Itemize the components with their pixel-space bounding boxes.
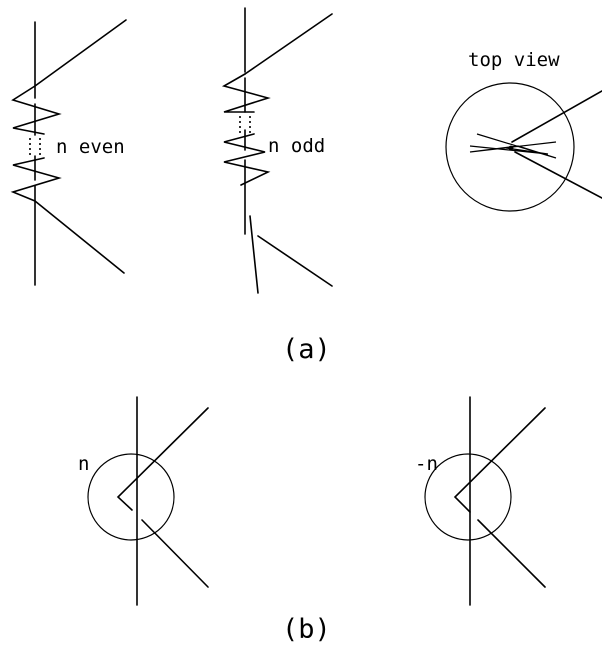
label-n: n bbox=[78, 453, 89, 475]
zigzag-lower bbox=[223, 133, 271, 186]
twist-projection bbox=[469, 145, 549, 155]
top-view: top view bbox=[445, 49, 602, 212]
crossing-strand bbox=[249, 215, 259, 294]
center-point bbox=[508, 145, 514, 151]
diagonal-strand-upper bbox=[34, 19, 127, 87]
zigzag-upper bbox=[11, 85, 62, 135]
diagonal-strand-upper bbox=[244, 13, 333, 75]
crossing-n: n bbox=[78, 396, 209, 606]
strand-upper-bent bbox=[116, 407, 209, 511]
caption-b: (b) bbox=[282, 614, 331, 645]
outgoing-strand-upper bbox=[511, 90, 602, 143]
diagonal-strand-lower bbox=[257, 235, 333, 287]
crossing-circle bbox=[87, 453, 175, 541]
label-minus-n: -n bbox=[415, 453, 438, 475]
label-n-even: n even bbox=[56, 136, 125, 158]
label-n-odd: n odd bbox=[268, 135, 325, 157]
twist-projection bbox=[469, 133, 557, 159]
strand-lower bbox=[141, 519, 209, 588]
strand-lower bbox=[477, 519, 546, 588]
twist-region-n-odd: n odd bbox=[221, 7, 333, 294]
label-top-view: top view bbox=[468, 49, 560, 71]
outgoing-strand-lower bbox=[514, 151, 602, 199]
zigzag-upper bbox=[221, 73, 271, 113]
crossing-circle bbox=[424, 453, 512, 541]
twist-region-n-even: n even bbox=[10, 19, 127, 286]
top-view-circle bbox=[445, 82, 575, 212]
strand-upper-bent bbox=[453, 407, 546, 513]
diagonal-strand-lower bbox=[34, 200, 125, 274]
caption-a: (a) bbox=[282, 334, 331, 365]
zigzag-lower bbox=[10, 157, 62, 202]
crossing-minus-n: -n bbox=[415, 396, 546, 606]
